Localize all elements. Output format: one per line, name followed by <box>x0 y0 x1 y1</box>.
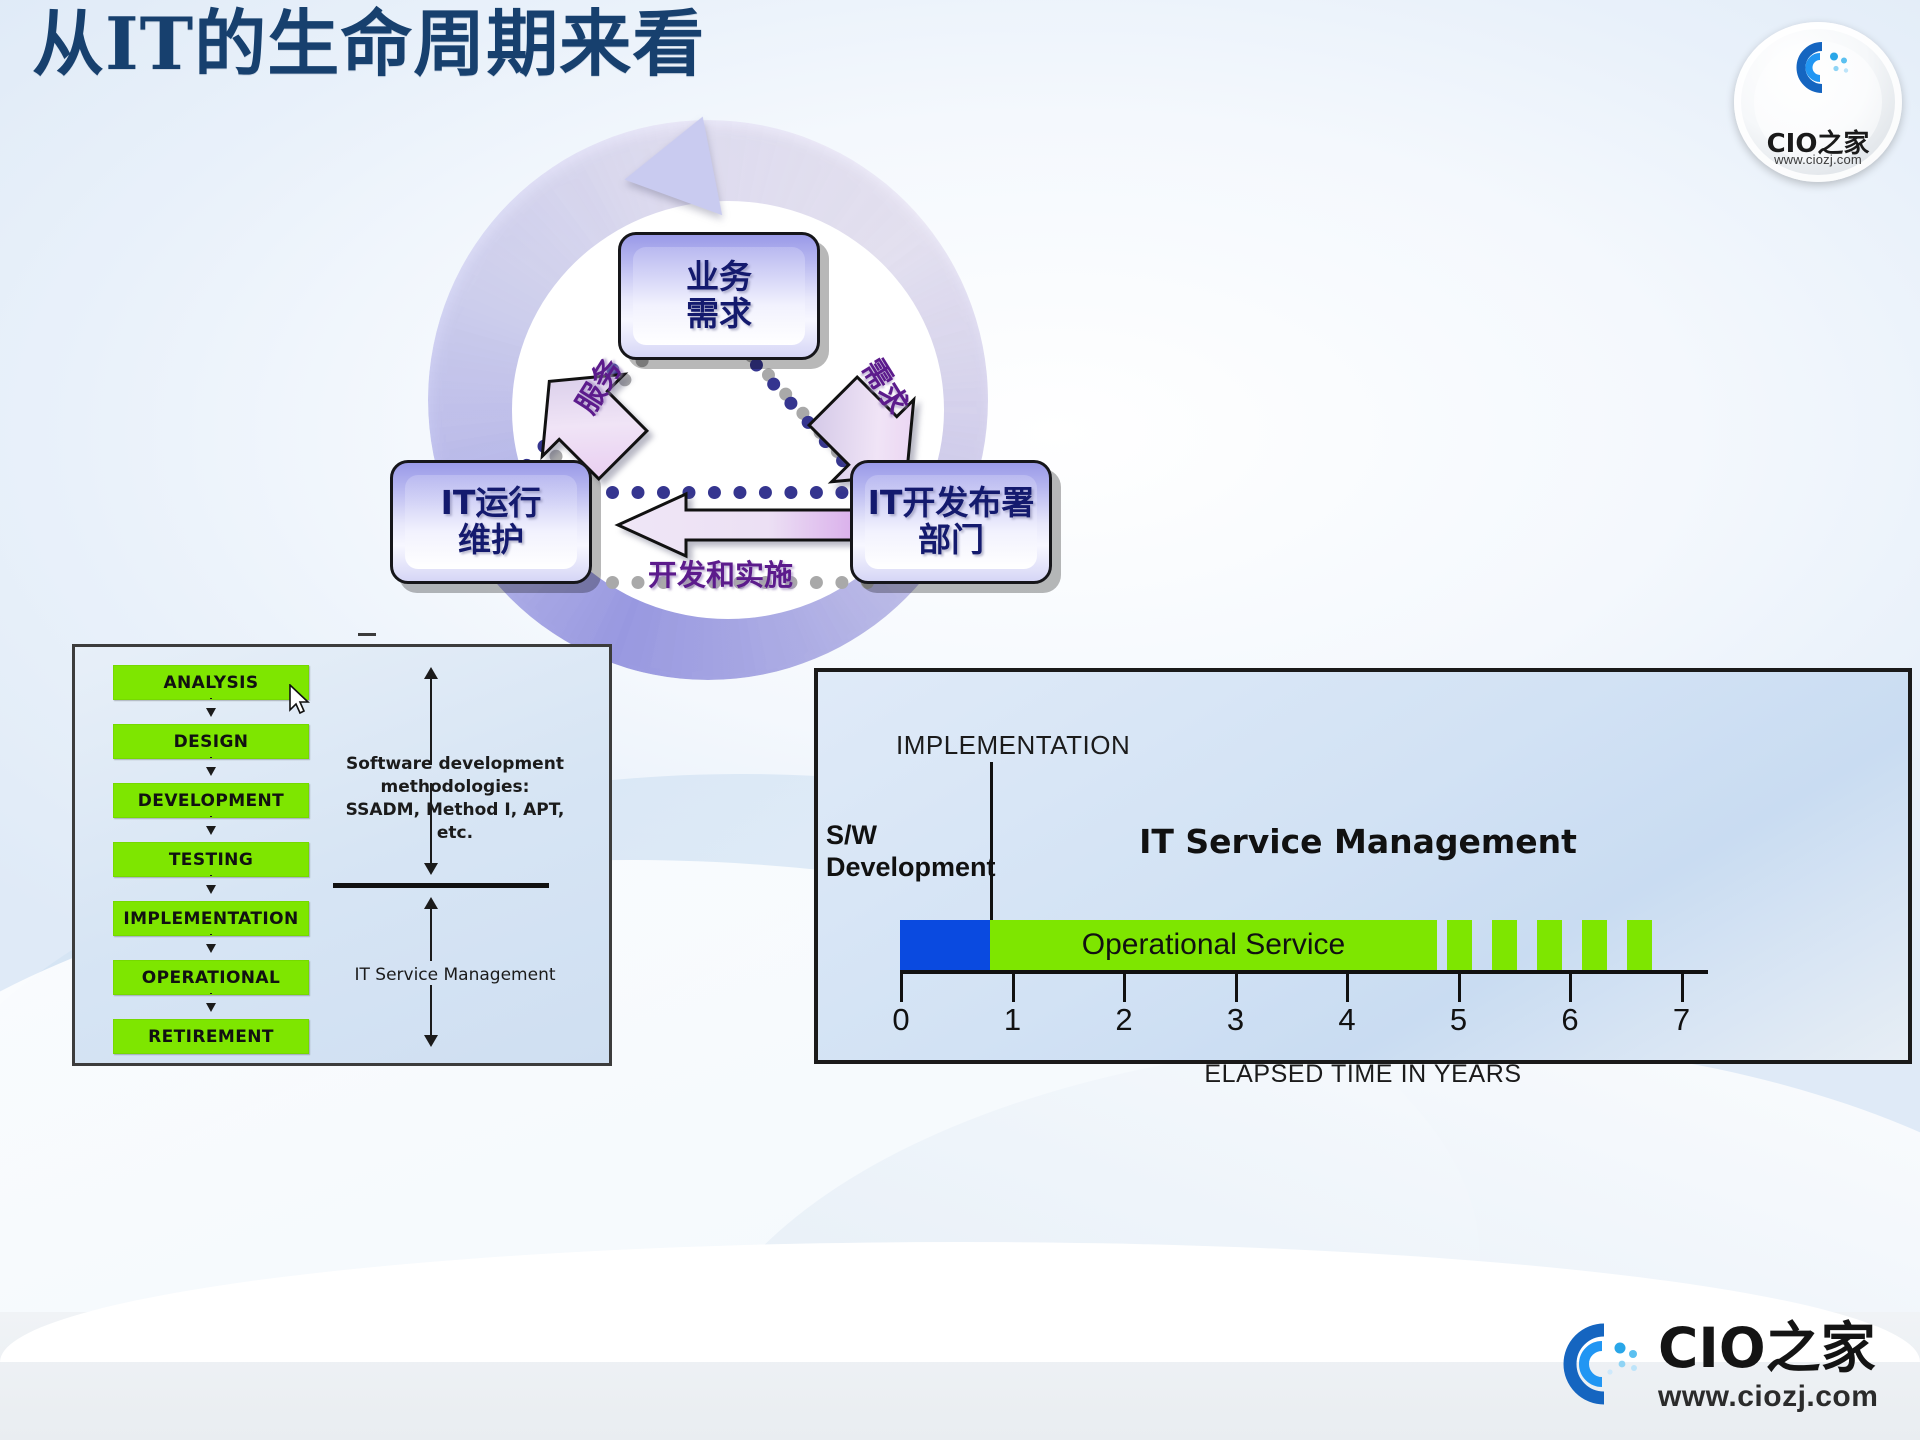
cycle-node-inner: 业务 需求 <box>632 247 806 345</box>
brand-name-bottom: CIO之家 <box>1658 1315 1876 1380</box>
chart-x-tick-label: 1 <box>1003 1002 1022 1037</box>
cycle-node-it-development[interactable]: IT开发布署 部门 <box>850 460 1052 584</box>
cio-circle-logo-icon <box>1776 37 1860 104</box>
lifecycle-captions: Software development methodologies: SSAD… <box>325 665 585 1047</box>
annotation-sw-development: S/W Development <box>826 820 996 882</box>
panel-top-tick <box>358 633 376 636</box>
bar-dash-4 <box>1582 920 1607 970</box>
lifecycle-stage-development[interactable]: DEVELOPMENT <box>113 783 309 818</box>
lifecycle-stage-arrow-icon <box>113 818 309 842</box>
it-lifecycle-cycle-diagram: 服务 需求 <box>390 98 1052 688</box>
caption-itsm: IT Service Management <box>354 965 556 985</box>
chart-x-tick <box>1457 972 1461 1002</box>
caption-methodologies: Software development methodologies: SSAD… <box>345 754 565 843</box>
lifecycle-stage-design[interactable]: DESIGN <box>113 724 309 759</box>
chart-x-tick <box>1234 972 1238 1002</box>
cycle-node-label: IT开发布署 部门 <box>867 483 1035 559</box>
methodology-axis-arrow-up-icon <box>424 667 438 679</box>
lifecycle-stage-arrow-icon <box>113 995 309 1019</box>
chart-x-axis-label: ELAPSED TIME IN YEARS <box>1204 1060 1522 1088</box>
itsm-axis-arrow-down-icon <box>424 1035 438 1047</box>
itsm-axis-arrow-up-icon <box>424 897 438 909</box>
lifecycle-stages-panel: ANALYSIS DESIGN DEVELOPMENT TESTING IMPLEMEN… <box>72 633 612 1066</box>
chart-x-tick-label: 3 <box>1226 1002 1245 1037</box>
cycle-node-label: IT运行 维护 <box>440 483 542 559</box>
triangle-edge-bottom-top <box>606 486 874 499</box>
methodology-axis-line <box>430 679 432 765</box>
brand-url-bottom: www.ciozj.com <box>1658 1379 1879 1413</box>
cycle-node-inner: IT运行 维护 <box>404 474 578 570</box>
chart-x-tick-label: 0 <box>892 1002 910 1037</box>
lifecycle-stage-label: DESIGN <box>173 731 249 752</box>
chart-x-tick-label: 4 <box>1338 1002 1356 1037</box>
mouse-cursor-icon <box>288 683 311 716</box>
cycle-node-label: 业务 需求 <box>686 257 752 333</box>
chart-x-tick <box>1346 972 1349 1002</box>
itsm-axis-line-lower <box>430 985 432 1037</box>
chart-x-tick <box>900 972 903 1002</box>
chart-title: IT Service Management <box>1139 822 1577 861</box>
chart-x-tick-label: 6 <box>1561 1002 1579 1037</box>
chart-x-tick <box>1123 972 1126 1002</box>
lifecycle-stage-arrow-icon <box>113 759 309 783</box>
arrow-service <box>516 348 676 508</box>
bar-dash-5 <box>1627 920 1652 970</box>
lifecycle-stage-implementation[interactable]: IMPLEMENTATION <box>113 901 309 936</box>
chart-x-tick-label: 2 <box>1115 1002 1133 1037</box>
brand-logo-bottom: CIO之家 www.ciozj.com <box>1548 1314 1898 1418</box>
cycle-node-inner: IT开发布署 部门 <box>864 474 1038 570</box>
methodology-axis-arrow-down-icon <box>424 863 438 875</box>
brand-badge-top: CIO之家 www.ciozj.com <box>1734 22 1902 182</box>
chart-plot-area: IMPLEMENTATION S/W Development IT Servic… <box>818 672 1908 1088</box>
lifecycle-stage-arrow-icon <box>113 877 309 901</box>
annotation-implementation: IMPLEMENTATION <box>896 730 1131 760</box>
badge-inner-circle <box>1754 41 1882 163</box>
lifecycle-stage-label: DEVELOPMENT <box>137 790 285 811</box>
chart-x-tick-label: 7 <box>1672 1002 1691 1037</box>
caption-divider <box>333 883 549 888</box>
chart-x-tick-label: 5 <box>1449 1002 1468 1037</box>
bar-dash-1 <box>1447 920 1472 970</box>
lifecycle-stage-arrow-icon <box>113 936 309 960</box>
arrow-label-develop-implement: 开发和实施 <box>648 558 794 592</box>
implementation-marker-line <box>990 762 993 922</box>
lifecycle-stage-label: IMPLEMENTATION <box>123 908 299 929</box>
brand-name-top: CIO之家 <box>1766 128 1870 159</box>
chart-x-tick <box>1680 972 1684 1002</box>
lifecycle-stage-arrow-icon <box>113 700 309 724</box>
lifecycle-stage-list: ANALYSIS DESIGN DEVELOPMENT TESTING IMPLEMEN… <box>113 665 309 1054</box>
brand-text-bottom: CIO之家 www.ciozj.com <box>1658 1315 1879 1413</box>
lifecycle-stage-label: RETIREMENT <box>148 1026 274 1047</box>
chart-x-tick <box>1569 972 1572 1002</box>
bar-sw-development <box>900 920 990 970</box>
cio-circle-logo-icon <box>1548 1318 1644 1415</box>
lifecycle-stage-retirement[interactable]: RETIREMENT <box>113 1019 309 1054</box>
cycle-node-business-requirement[interactable]: 业务 需求 <box>618 232 820 360</box>
itsm-axis-line-upper <box>430 909 432 961</box>
cycle-node-it-operations[interactable]: IT运行 维护 <box>390 460 592 584</box>
triangle-edge-bottom <box>606 576 874 589</box>
bar-dash-3 <box>1537 920 1562 970</box>
lifecycle-stage-label: TESTING <box>168 849 254 870</box>
lifecycle-stage-operational[interactable]: OPERATIONAL <box>113 960 309 995</box>
lifecycle-stage-label: ANALYSIS <box>163 672 259 693</box>
bar-operational-service-label: Operational Service <box>1081 928 1346 961</box>
bar-operational-service: Operational Service <box>990 920 1437 970</box>
lifecycle-stage-label: OPERATIONAL <box>141 967 281 988</box>
itsm-timeline-chart-panel: IMPLEMENTATION S/W Development IT Servic… <box>814 668 1912 1088</box>
bar-dash-2 <box>1492 920 1517 970</box>
page-title: 从IT的生命周期来看 <box>32 1 706 86</box>
lifecycle-stage-analysis[interactable]: ANALYSIS <box>113 665 309 700</box>
chart-x-tick <box>1011 972 1015 1002</box>
chart-x-axis <box>900 970 1708 974</box>
lifecycle-stage-testing[interactable]: TESTING <box>113 842 309 877</box>
arrow-develop-implement <box>610 486 876 564</box>
methodology-axis-line-lower <box>430 783 432 865</box>
brand-url-top: www.ciozj.com <box>1774 151 1862 167</box>
